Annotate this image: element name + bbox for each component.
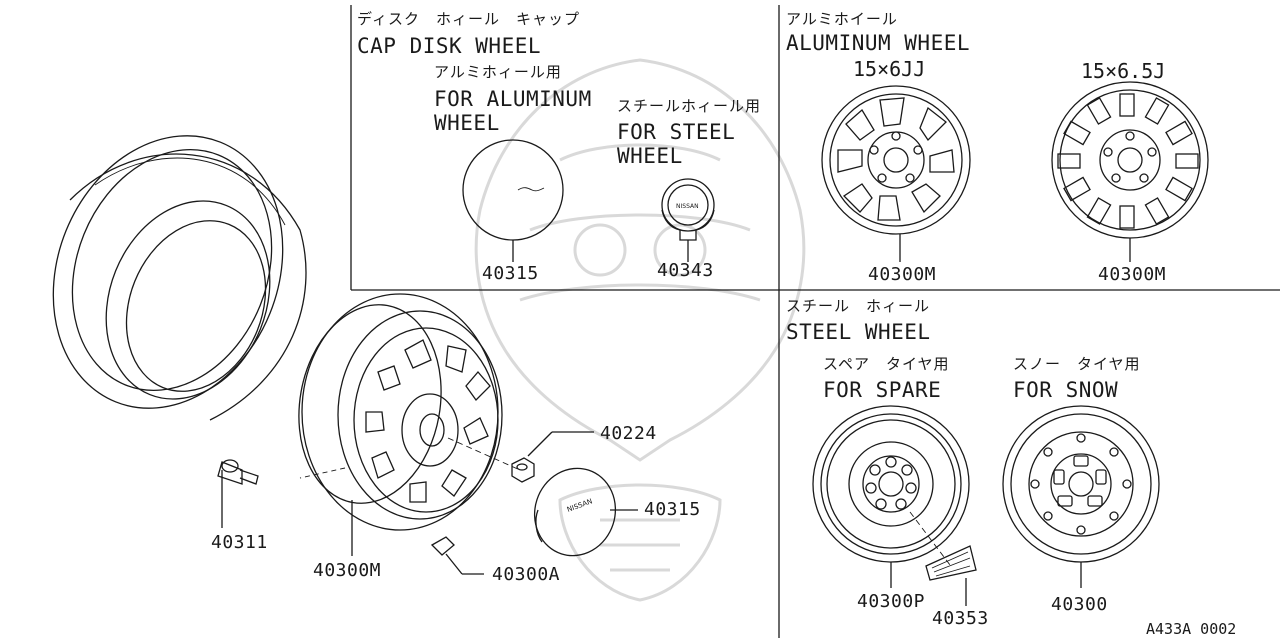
- cap-aluminum-label-en-1: FOR ALUMINUM: [434, 87, 592, 111]
- aluminum-wheel-size-b: 15×6.5J: [1081, 59, 1166, 83]
- snow-wheel-drawing: [1002, 405, 1160, 588]
- main-wheel-drawing: [298, 293, 521, 531]
- cap-steel-drawing: NISSAN: [661, 178, 715, 262]
- cap-aluminum-label-jp: アルミホィール用: [434, 63, 562, 81]
- part-number-center-cap[interactable]: 40315: [644, 499, 701, 520]
- snow-label-en: FOR SNOW: [1013, 378, 1119, 402]
- part-number-aluminum-wheel-b[interactable]: 40300M: [1098, 264, 1167, 285]
- part-number-spare-wheel[interactable]: 40300P: [857, 591, 926, 612]
- aluminum-section-title-jp: アルミホイール: [786, 10, 898, 28]
- svg-text:NISSAN: NISSAN: [676, 203, 699, 210]
- steel-section-title-jp: スチール ホィール: [786, 297, 931, 315]
- svg-text:NISSAN: NISSAN: [566, 497, 593, 514]
- valve-drawing: [217, 459, 259, 528]
- nut-drawing: [511, 431, 594, 483]
- cap-steel-label-en-2: WHEEL: [617, 144, 683, 168]
- cap-steel-label-en-1: FOR STEEL: [617, 120, 736, 144]
- aluminum-wheel-size-a: 15×6JJ: [853, 57, 926, 81]
- tire-drawing: [52, 135, 307, 421]
- part-number-cap-steel[interactable]: 40343: [657, 260, 714, 281]
- aluminum-wheel-a-drawing: [821, 85, 971, 262]
- part-number-snow-wheel[interactable]: 40300: [1051, 594, 1108, 615]
- cap-section-title-jp: ディスク ホィール キャップ: [357, 10, 580, 28]
- spare-label-jp: スペア タイヤ用: [823, 355, 950, 373]
- aluminum-section-title-en: ALUMINUM WHEEL: [786, 31, 971, 55]
- spare-label-en: FOR SPARE: [823, 378, 942, 402]
- cap-aluminum-drawing: [462, 139, 564, 262]
- part-number-balance-weight[interactable]: 40300A: [492, 564, 561, 585]
- part-number-valve[interactable]: 40311: [211, 532, 268, 553]
- diagram-code: A433A 0002: [1146, 620, 1237, 638]
- watermark-logo: [474, 58, 806, 602]
- label-sticker-drawing: [925, 545, 977, 606]
- balance-weight-drawing: [430, 536, 484, 575]
- part-number-main-wheel[interactable]: 40300M: [313, 560, 382, 581]
- snow-label-jp: スノー タイヤ用: [1013, 355, 1141, 373]
- part-number-label-sticker[interactable]: 40353: [932, 608, 989, 629]
- cap-steel-label-jp: スチールホィール用: [617, 97, 762, 115]
- part-number-aluminum-wheel-a[interactable]: 40300M: [868, 264, 937, 285]
- steel-section-title-en: STEEL WHEEL: [786, 320, 931, 344]
- part-number-cap-aluminum[interactable]: 40315: [482, 263, 539, 284]
- spare-wheel-drawing: [812, 405, 970, 588]
- cap-section-title-en: CAP DISK WHEEL: [357, 34, 542, 58]
- center-cap-drawing: NISSAN: [533, 467, 638, 557]
- part-number-nut[interactable]: 40224: [600, 423, 657, 444]
- cap-aluminum-label-en-2: WHEEL: [434, 111, 500, 135]
- aluminum-wheel-b-drawing: [1051, 81, 1209, 262]
